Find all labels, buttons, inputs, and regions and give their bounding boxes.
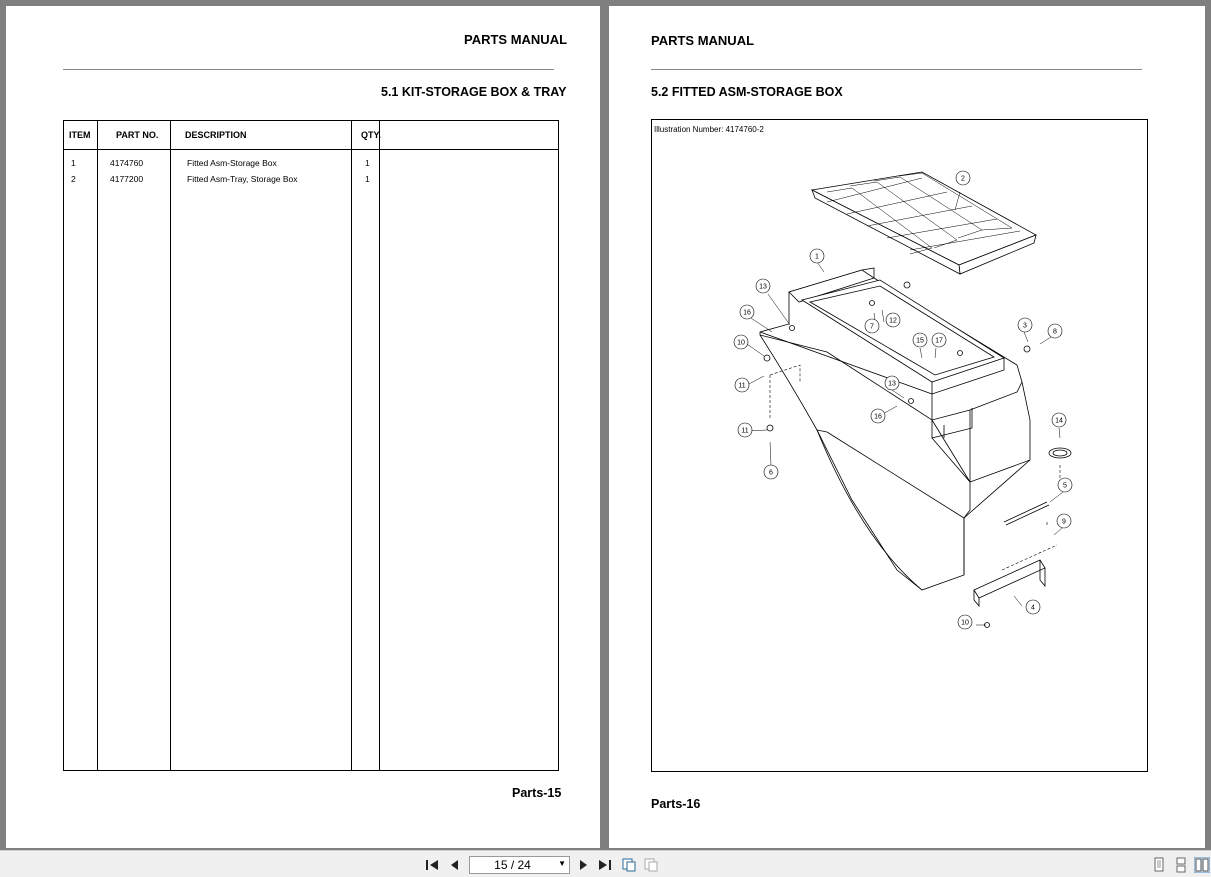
- callout-3: [1017, 317, 1033, 333]
- callout-1: [809, 248, 825, 264]
- viewer-toolbar: 15 / 24 ▼: [0, 850, 1211, 877]
- callout-label: 8: [1053, 329, 1057, 336]
- storage-box-drawing: [759, 267, 1031, 591]
- exploded-parts-drawing: 1 2 3 4 5 6 7 8 9 10 10 11 11 12 13 13 1…: [733, 170, 1073, 630]
- callout-label: 14: [1055, 418, 1063, 425]
- row1-part-no: 4174760: [110, 158, 144, 168]
- paste-icon[interactable]: [643, 857, 659, 873]
- callout-6: [763, 464, 779, 480]
- col-header-description: DESCRIPTION: [185, 130, 247, 140]
- callout-10: [733, 334, 749, 350]
- two-page-view-icon[interactable]: [1194, 857, 1210, 873]
- callout-label: 12: [889, 318, 897, 325]
- illustration-number: Illustration Number: 4174760-2: [654, 125, 764, 134]
- grommet-drawing: [1048, 447, 1072, 459]
- callout-7: [864, 318, 880, 334]
- callout-13b: [884, 375, 900, 391]
- callout-10b: [957, 614, 973, 630]
- section-title: 5.2 FITTED ASM-STORAGE BOX: [651, 85, 843, 99]
- callout-label: 13: [888, 381, 896, 388]
- callout-11: [734, 377, 750, 393]
- callout-label: 6: [769, 470, 773, 477]
- callout-11b: [737, 422, 753, 438]
- callout-16: [739, 304, 755, 320]
- row1-item: 1: [71, 158, 76, 168]
- last-page-icon[interactable]: [597, 857, 613, 873]
- callout-label: 5: [1063, 483, 1067, 490]
- page-footer: Parts-15: [512, 786, 562, 800]
- callout-label: 10: [961, 620, 969, 627]
- callout-label: 11: [741, 428, 748, 435]
- header-rule: [63, 69, 554, 70]
- callout-label: 4: [1031, 605, 1035, 612]
- page-header: PARTS MANUAL: [651, 33, 755, 48]
- col-separator: [97, 121, 98, 770]
- parts-table: ITEM PART NO. DESCRIPTION QTY. 1 4174760…: [63, 120, 559, 771]
- callout-label: 1: [815, 254, 819, 261]
- callout-8: [1047, 323, 1063, 339]
- callout-4: [1025, 599, 1041, 615]
- row2-description: Fitted Asm-Tray, Storage Box: [187, 174, 298, 184]
- rod-drawing: [1003, 501, 1050, 526]
- page-selector[interactable]: 15 / 24 ▼: [469, 856, 570, 874]
- col-header-item: ITEM: [69, 130, 91, 140]
- callout-14: [1051, 412, 1067, 428]
- callout-label: 13: [759, 284, 767, 291]
- copy-icon[interactable]: [621, 857, 637, 873]
- callout-12: [885, 312, 901, 328]
- row2-qty: 1: [365, 174, 370, 184]
- row2-item: 2: [71, 174, 76, 184]
- row2-part-no: 4177200: [110, 174, 144, 184]
- single-page-view-icon[interactable]: [1151, 857, 1167, 873]
- col-separator: [170, 121, 171, 770]
- callout-5: [1057, 477, 1073, 493]
- callout-label: 7: [870, 324, 874, 331]
- callout-label: 2: [961, 176, 965, 183]
- section-title: 5.1 KIT-STORAGE BOX & TRAY: [381, 85, 567, 99]
- callout-label: 3: [1023, 323, 1027, 330]
- chevron-down-icon: ▼: [558, 859, 566, 868]
- callout-label: 9: [1062, 519, 1066, 526]
- next-page-icon[interactable]: [576, 857, 592, 873]
- page-footer: Parts-16: [651, 797, 701, 811]
- callout-label: 17: [935, 338, 943, 345]
- prev-page-icon[interactable]: [446, 857, 462, 873]
- col-separator: [351, 121, 352, 770]
- callout-13: [755, 278, 771, 294]
- callout-label: 15: [916, 338, 924, 345]
- continuous-view-icon[interactable]: [1173, 857, 1189, 873]
- callout-9: [1056, 513, 1072, 529]
- header-divider: [64, 149, 558, 150]
- callout-label: 16: [874, 414, 882, 421]
- page-header: PARTS MANUAL: [464, 32, 568, 47]
- header-rule: [651, 69, 1142, 70]
- callout-16b: [870, 408, 886, 424]
- bracket-drawing: [973, 559, 1046, 608]
- callout-label: 10: [737, 340, 745, 347]
- callout-label: 16: [743, 310, 751, 317]
- col-separator: [379, 121, 380, 770]
- tray-drawing: [810, 171, 1037, 275]
- callout-17: [931, 332, 947, 348]
- right-page: PARTS MANUAL 5.2 FITTED ASM-STORAGE BOX …: [609, 6, 1205, 848]
- callout-2: [955, 170, 971, 186]
- first-page-icon[interactable]: [424, 857, 440, 873]
- page-indicator: 15 / 24: [494, 858, 531, 872]
- callout-label: 11: [738, 383, 745, 390]
- col-header-part-no: PART NO.: [116, 130, 159, 140]
- col-header-qty: QTY.: [361, 130, 382, 140]
- row1-description: Fitted Asm-Storage Box: [187, 158, 277, 168]
- illustration-frame: Illustration Number: 4174760-2: [651, 119, 1148, 772]
- callout-15: [912, 332, 928, 348]
- left-page: PARTS MANUAL 5.1 KIT-STORAGE BOX & TRAY …: [6, 6, 600, 848]
- row1-qty: 1: [365, 158, 370, 168]
